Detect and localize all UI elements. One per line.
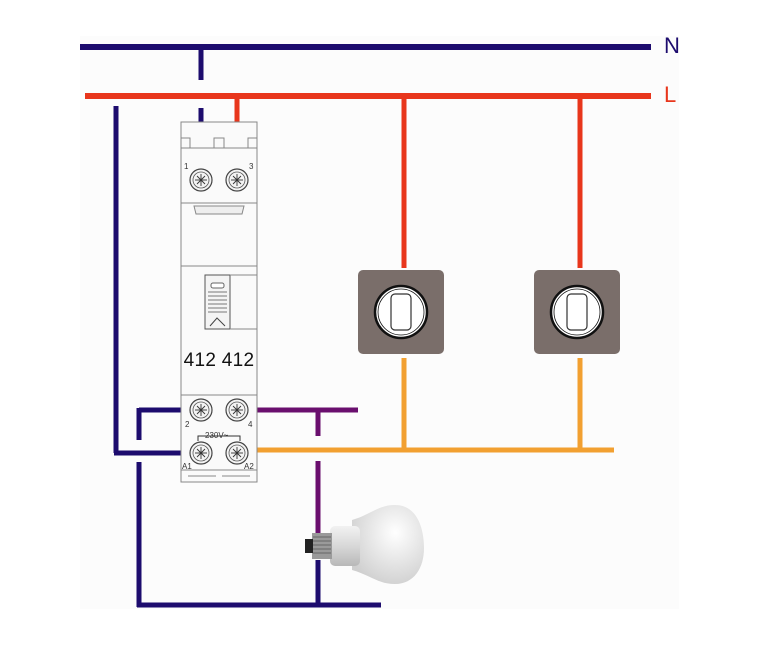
relay-terminals — [189, 168, 249, 465]
terminal-4-screw — [225, 398, 249, 422]
terminal-1-screw — [189, 168, 213, 192]
push-button-2[interactable] — [534, 270, 620, 354]
coil-voltage-label: 230V~ — [205, 431, 229, 440]
relay-reference: 412 412 — [183, 350, 255, 371]
terminal-a2-screw — [225, 441, 249, 465]
terminal-a2-label: A2 — [244, 462, 254, 471]
terminal-a1-label: A1 — [182, 462, 192, 471]
live-wires — [85, 93, 651, 268]
terminal-1-label: 1 — [184, 162, 189, 171]
live-label: L — [664, 82, 677, 107]
terminal-4-label: 4 — [248, 420, 253, 429]
terminal-3-label: 3 — [249, 162, 254, 171]
terminal-a1-screw — [189, 441, 213, 465]
neutral-label: N — [664, 33, 680, 58]
neutral-wires — [80, 44, 651, 608]
switched-return-wires — [250, 358, 614, 453]
load-wires — [250, 407, 358, 545]
push-button-1[interactable] — [358, 270, 444, 354]
terminal-3-screw — [225, 168, 249, 192]
lamp — [305, 505, 424, 584]
terminal-2-screw — [189, 398, 213, 422]
terminal-2-label: 2 — [185, 420, 190, 429]
